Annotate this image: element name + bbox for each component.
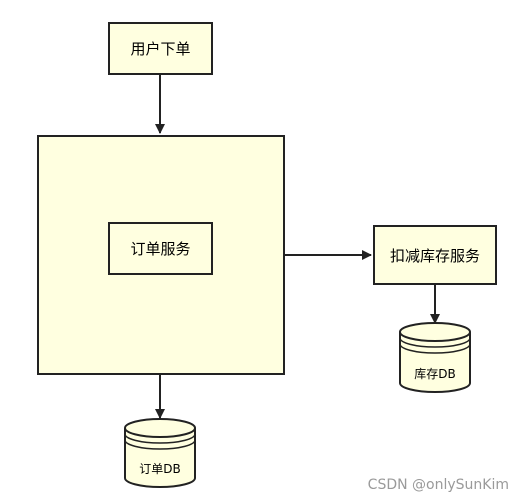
order-db-cylinder xyxy=(124,418,196,488)
deduct-inventory-node[interactable]: 扣减库存服务 xyxy=(373,225,497,285)
inventory-db-label: 库存DB xyxy=(414,367,456,381)
user-order-node[interactable]: 用户下单 xyxy=(108,22,213,75)
order-db-label: 订单DB xyxy=(139,462,181,476)
watermark-text: CSDN @onlySunKim xyxy=(367,477,509,493)
order-service-label: 订单服务 xyxy=(130,240,191,258)
order-service-node[interactable]: 订单服务 xyxy=(108,222,213,275)
user-order-label: 用户下单 xyxy=(130,40,191,58)
inventory-db-cylinder xyxy=(399,322,471,393)
deduct-inventory-label: 扣减库存服务 xyxy=(389,246,480,265)
